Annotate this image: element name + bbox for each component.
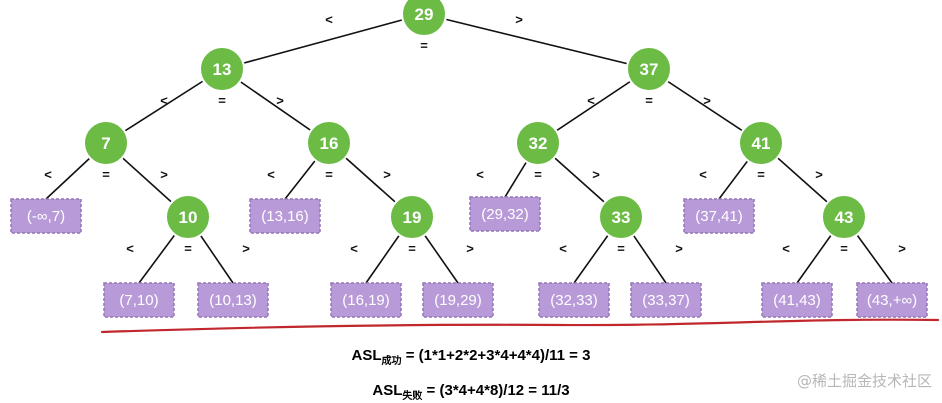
greater-than-symbol: > bbox=[383, 167, 391, 182]
equal-symbol: = bbox=[420, 38, 428, 53]
greater-than-symbol: > bbox=[276, 93, 284, 108]
equal-symbol: = bbox=[325, 167, 333, 182]
interval-box bbox=[761, 282, 833, 318]
asl-success-lhs: ASL bbox=[351, 347, 382, 364]
greater-than-symbol: > bbox=[515, 12, 523, 27]
node-circle bbox=[738, 120, 784, 166]
interval-box bbox=[249, 198, 321, 234]
interval-label: (7,10) bbox=[119, 292, 158, 309]
less-than-symbol: < bbox=[350, 241, 358, 256]
tree-nodes: 29 13 37 7 16 32 41 10 19 33 43 bbox=[83, 0, 867, 240]
interval-box bbox=[856, 282, 928, 318]
node-circle bbox=[401, 0, 447, 37]
node-circle bbox=[389, 194, 435, 240]
greater-than-symbol: > bbox=[242, 241, 250, 256]
interval-label: (16,19) bbox=[342, 292, 390, 309]
comparison-symbols: < = > < = > < = > < = > < = > < = > < = > < = > < = > < = > < = > bbox=[44, 12, 906, 256]
less-than-symbol: < bbox=[44, 167, 52, 182]
node-circle bbox=[598, 194, 644, 240]
failure-intervals: (-∞,7) (7,10) (10,13) (13,16) (16,19) (19,29)… bbox=[10, 196, 928, 318]
node-circle bbox=[515, 120, 561, 166]
less-than-symbol: < bbox=[126, 241, 134, 256]
node-label: 16 bbox=[320, 134, 339, 153]
node-circle bbox=[199, 46, 245, 92]
interval-box bbox=[10, 198, 82, 234]
node-circle bbox=[306, 120, 352, 166]
interval-label: (19,29) bbox=[434, 292, 482, 309]
node-circle bbox=[165, 194, 211, 240]
greater-than-symbol: > bbox=[815, 167, 823, 182]
interval-label: (13,16) bbox=[261, 208, 309, 225]
greater-than-symbol: > bbox=[466, 241, 474, 256]
less-than-symbol: < bbox=[476, 167, 484, 182]
interval-box bbox=[103, 282, 175, 318]
interval-box bbox=[197, 282, 269, 318]
node-label: 33 bbox=[612, 208, 631, 227]
watermark: @稀土掘金技术社区 bbox=[796, 372, 932, 390]
greater-than-symbol: > bbox=[675, 241, 683, 256]
interval-box bbox=[330, 282, 402, 318]
less-than-symbol: < bbox=[267, 167, 275, 182]
equal-symbol: = bbox=[840, 241, 848, 256]
interval-label: (41,43) bbox=[773, 292, 821, 309]
equal-symbol: = bbox=[534, 167, 542, 182]
interval-label: (29,32) bbox=[481, 206, 529, 223]
node-label: 43 bbox=[835, 208, 854, 227]
node-circle bbox=[821, 194, 867, 240]
equal-symbol: = bbox=[102, 167, 110, 182]
equal-symbol: = bbox=[645, 93, 653, 108]
asl-fail-lhs: ASL bbox=[372, 382, 403, 399]
greater-than-symbol: > bbox=[592, 167, 600, 182]
node-label: 41 bbox=[752, 134, 771, 153]
node-circle bbox=[83, 120, 129, 166]
interval-label: (10,13) bbox=[209, 292, 257, 309]
equal-symbol: = bbox=[408, 241, 416, 256]
interval-label: (33,37) bbox=[642, 292, 690, 309]
less-than-symbol: < bbox=[699, 167, 707, 182]
less-than-symbol: < bbox=[325, 12, 333, 27]
node-label: 7 bbox=[101, 134, 110, 153]
node-label: 13 bbox=[213, 60, 232, 79]
asl-fail-subscript: 失败 bbox=[402, 391, 423, 402]
equal-symbol: = bbox=[757, 167, 765, 182]
asl-success-subscript: 成功 bbox=[381, 356, 402, 367]
interval-label: (-∞,7) bbox=[27, 208, 65, 225]
node-circle bbox=[626, 46, 672, 92]
interval-box bbox=[538, 282, 610, 318]
greater-than-symbol: > bbox=[703, 93, 711, 108]
red-underline bbox=[100, 318, 940, 334]
equal-symbol: = bbox=[184, 241, 192, 256]
node-label: 29 bbox=[415, 5, 434, 24]
less-than-symbol: < bbox=[587, 93, 595, 108]
edge-n29-n13 bbox=[221, 13, 425, 70]
interval-box bbox=[683, 198, 755, 234]
interval-label: (37,41) bbox=[695, 208, 743, 225]
asl-success-formula: ASL成功 = (1*1+2*2+3*4+4*4)/11 = 3 bbox=[0, 347, 942, 367]
equal-symbol: = bbox=[617, 241, 625, 256]
interval-label: (32,33) bbox=[550, 292, 598, 309]
less-than-symbol: < bbox=[782, 241, 790, 256]
edge-n29-n37 bbox=[423, 13, 650, 70]
asl-success-rhs: = (1*1+2*2+3*4+4*4)/11 = 3 bbox=[401, 347, 591, 364]
equal-symbol: = bbox=[218, 93, 226, 108]
node-label: 37 bbox=[640, 60, 659, 79]
asl-fail-formula: ASL失败 = (3*4+4*8)/12 = 11/3 bbox=[0, 382, 942, 402]
node-label: 10 bbox=[179, 208, 198, 227]
greater-than-symbol: > bbox=[160, 167, 168, 182]
less-than-symbol: < bbox=[160, 93, 168, 108]
interval-box bbox=[469, 196, 541, 232]
interval-label: (43,+∞) bbox=[867, 292, 917, 309]
greater-than-symbol: > bbox=[898, 241, 906, 256]
interval-box bbox=[630, 282, 702, 318]
node-label: 32 bbox=[529, 134, 548, 153]
asl-fail-rhs: = (3*4+4*8)/12 = 11/3 bbox=[422, 382, 570, 399]
node-label: 19 bbox=[403, 208, 422, 227]
less-than-symbol: < bbox=[559, 241, 567, 256]
interval-box bbox=[422, 282, 494, 318]
